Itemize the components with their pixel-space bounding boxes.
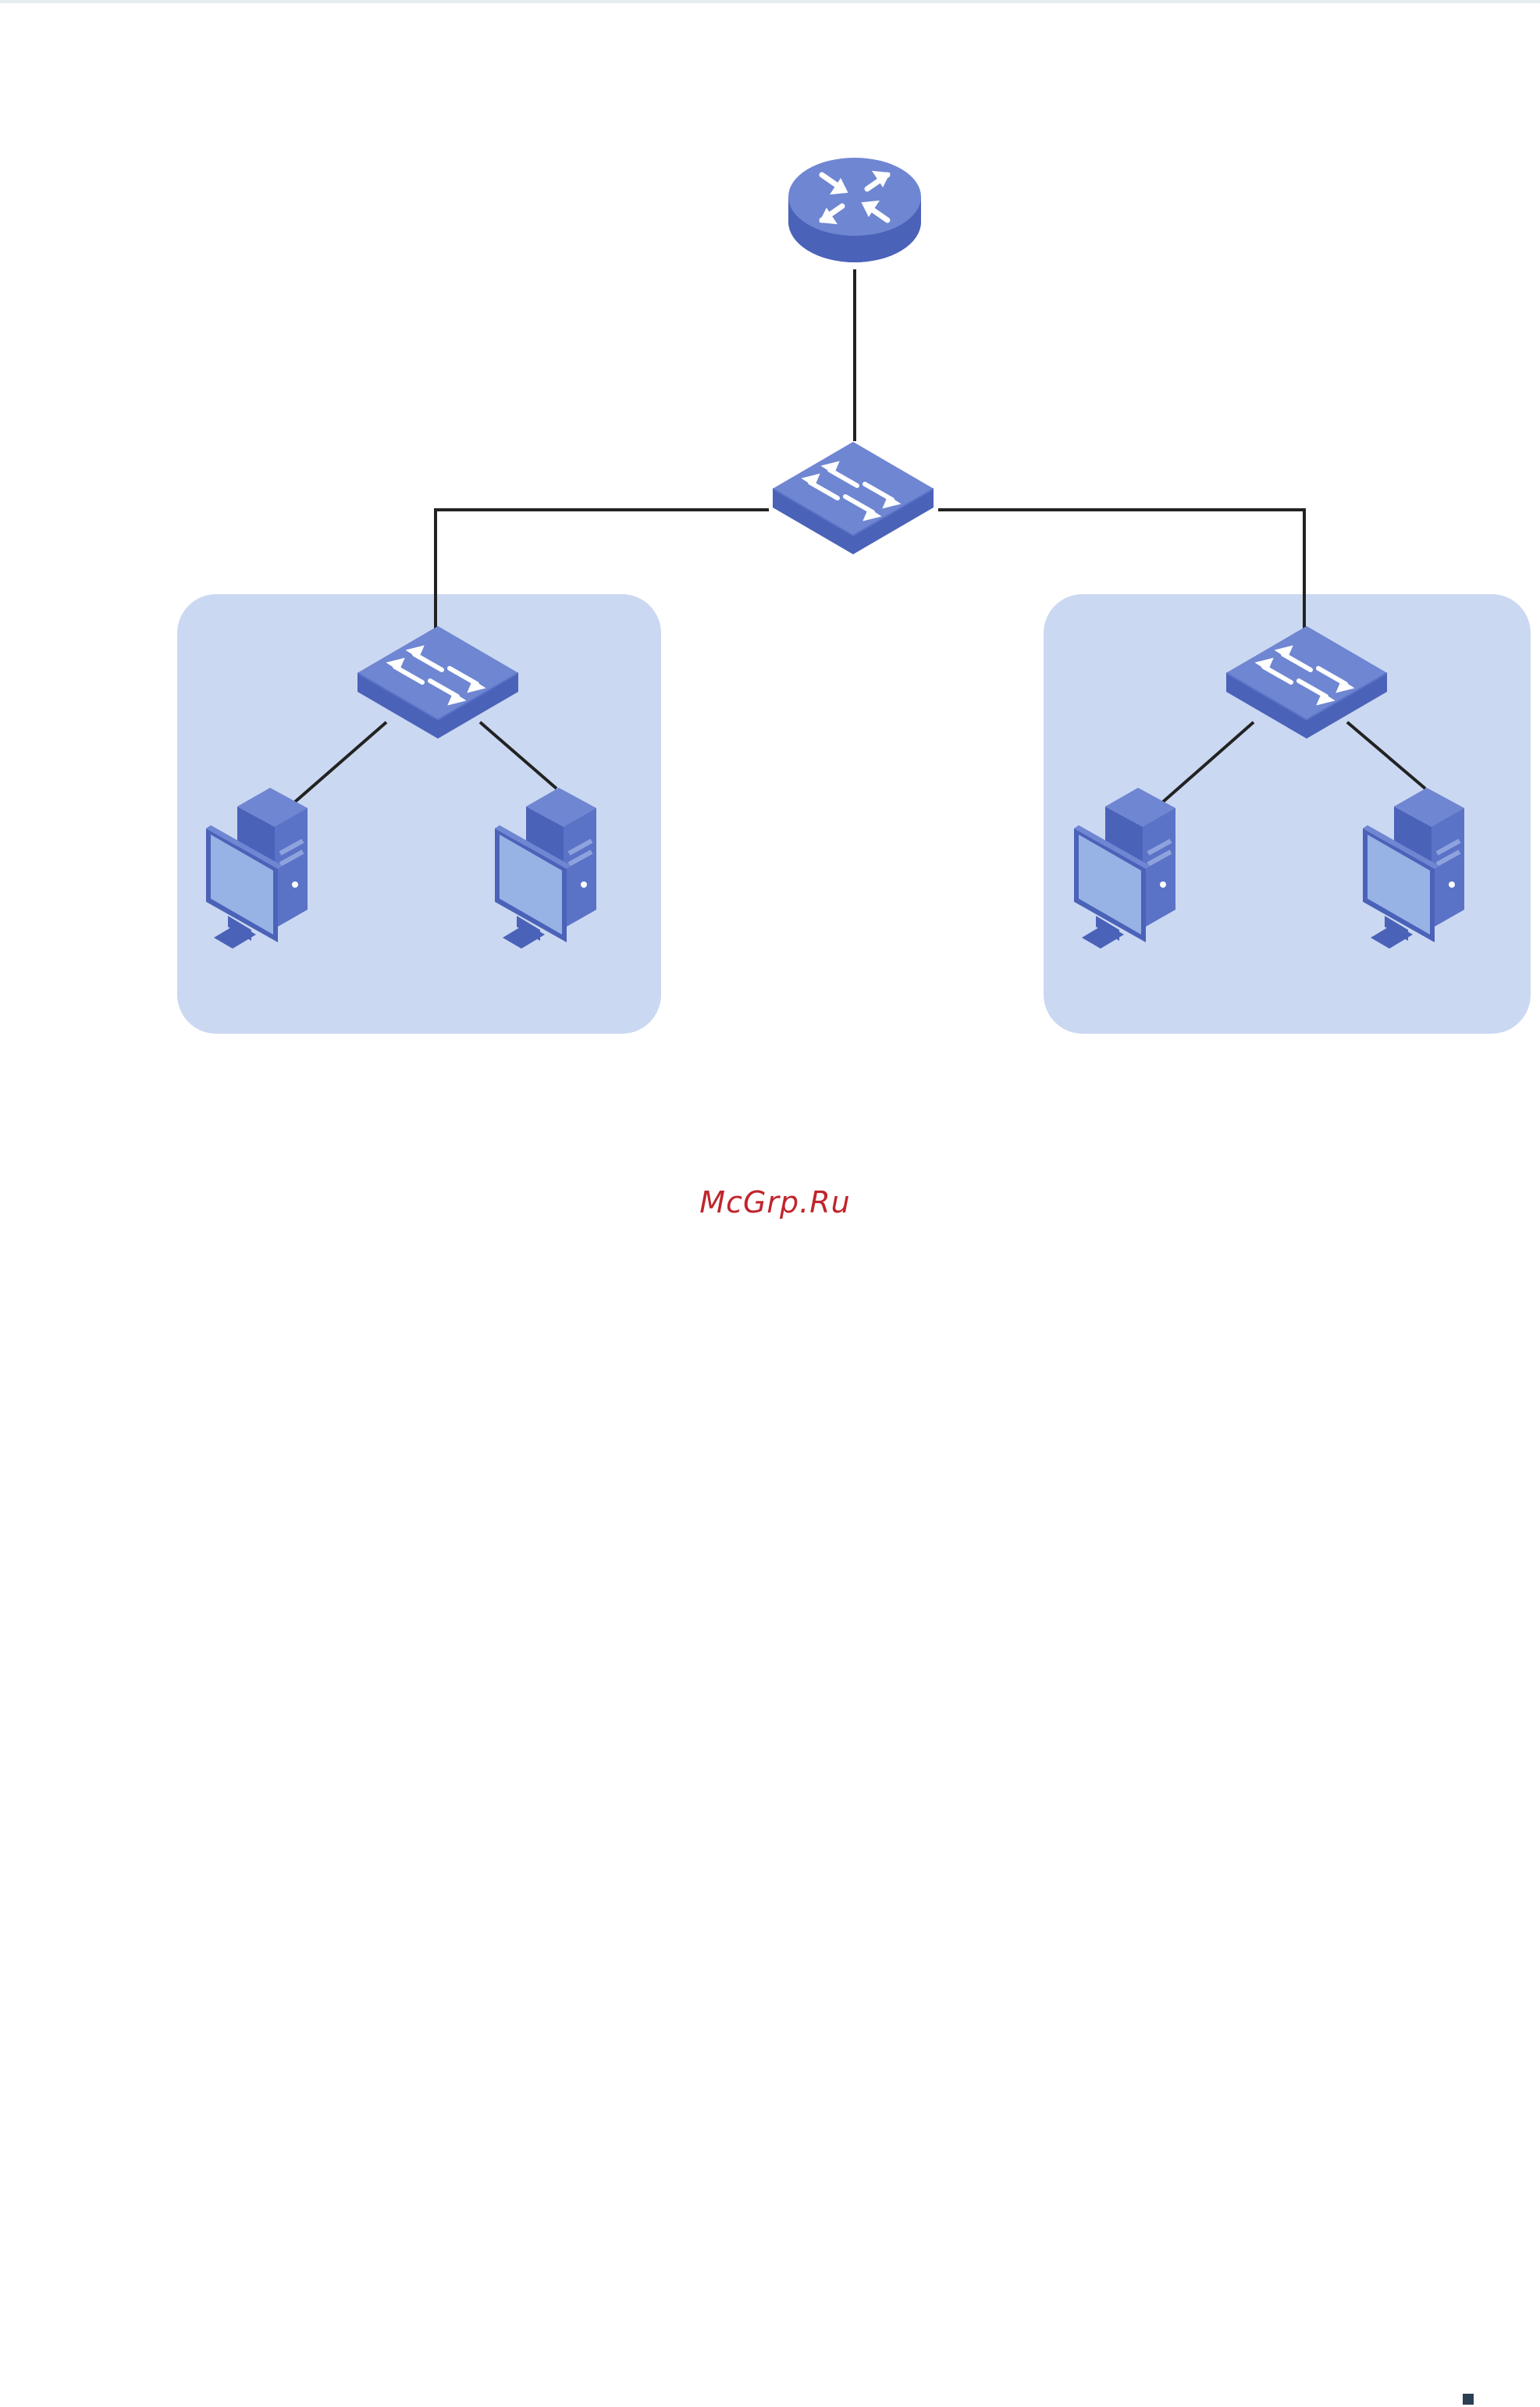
core-switch-icon [773,442,934,554]
corner-mark [1463,2394,1474,2405]
watermark-text: McGrp.Ru [697,1185,853,1220]
router-icon [788,158,921,262]
